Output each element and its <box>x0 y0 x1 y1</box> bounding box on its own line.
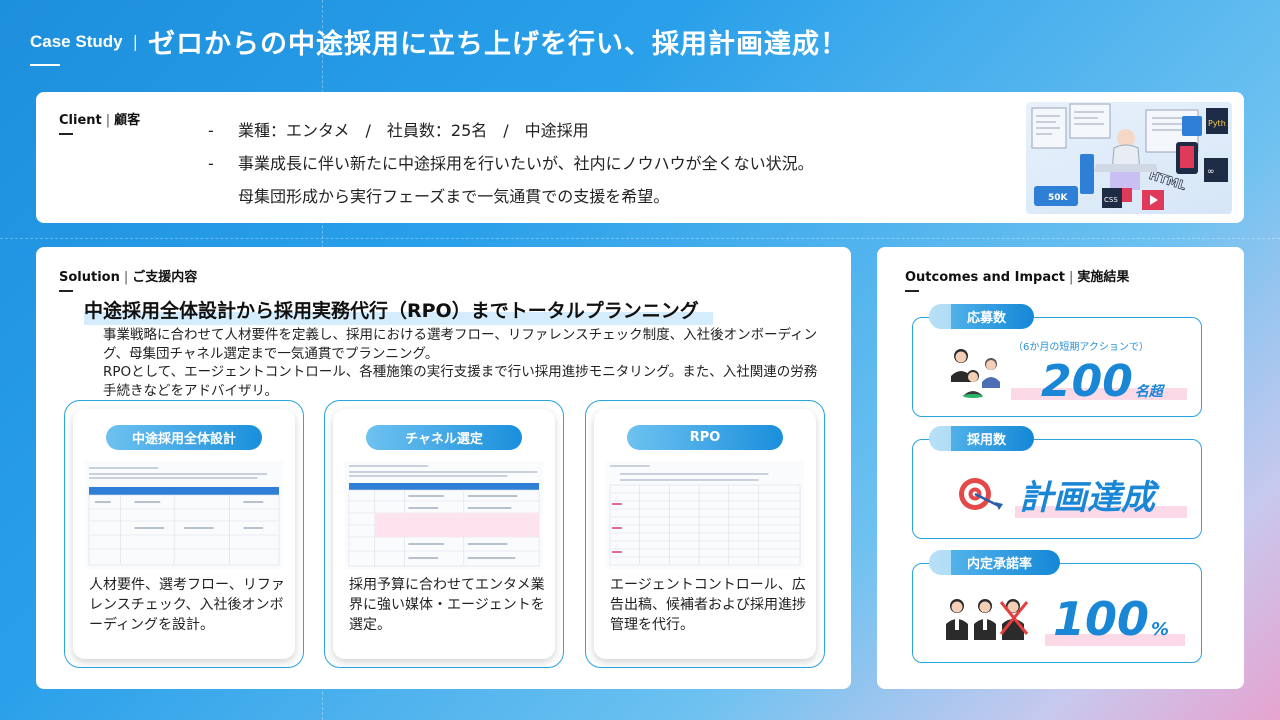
solution-heading: 中途採用全体設計から採用実務代行（RPO）までトータルプランニング <box>84 296 713 325</box>
acceptance-unit: % <box>1151 619 1170 640</box>
outcome-label: 採用数 <box>929 426 1035 451</box>
solution-section-label: Solution|ご支援内容 <box>59 266 198 292</box>
acceptance-number: 100 <box>1053 592 1150 646</box>
bullet-dash: - <box>208 154 214 173</box>
outcome-acceptance-rate: 内定承諾率 <box>912 550 1202 663</box>
bullet-dash: - <box>208 121 214 140</box>
client-challenge: 事業成長に伴い新たに中途採用を行いたいが、社内にノウハウが全くない状況。 <box>238 154 814 173</box>
client-card: Client|顧客 - 業種：エンタメ / 社員数：25名 / 中途採用 - 事業成… <box>36 92 1244 223</box>
solution-description: 事業戦略に合わせて人材要件を定義し、採用における選考フロー、リファレンスチェック… <box>103 326 823 400</box>
client-detail-row: 母集団形成から実行フェーズまで一気通貫での支援を希望。 <box>208 180 814 213</box>
likes-label: 50K <box>1048 193 1069 203</box>
applications-number: 200 <box>1041 356 1133 407</box>
solution-step-inner: チャネル選定 <box>333 409 555 659</box>
header-separator: | <box>132 32 138 51</box>
step-title: チャネル選定 <box>366 425 522 450</box>
step-title: RPO <box>627 425 783 450</box>
python-label: Pyth <box>1208 119 1226 128</box>
css-label: CSS <box>1104 196 1118 204</box>
solution-step-inner: RPO エージェントコントロール、広告出稿、候補者および採用進捗管理を代行。 <box>594 409 816 659</box>
value-highlight <box>1011 388 1187 400</box>
label-separator: | <box>123 270 129 285</box>
outcomes-label-jp: 実施結果 <box>1077 270 1130 285</box>
solution-paragraph: 事業戦略に合わせて人材要件を定義し、採用における選考フロー、リファレンスチェック… <box>103 327 818 362</box>
document-thumbnail <box>85 461 283 569</box>
outcome-label: 応募数 <box>929 304 1035 329</box>
step-description: 採用予算に合わせてエンタメ業界に強い媒体・エージェントを選定。 <box>349 577 545 633</box>
label-separator: | <box>105 113 111 128</box>
outcomes-label-en: Outcomes and Impact <box>905 270 1066 285</box>
svg-text:∞: ∞ <box>1207 167 1215 177</box>
value-highlight <box>1015 506 1187 518</box>
outcome-note: （6か月の短期アクションで） <box>1013 342 1149 353</box>
people-group-icon <box>945 342 1005 398</box>
outcome-value: 計画達成 <box>1019 478 1155 518</box>
outcome-value: 100% <box>1053 592 1169 646</box>
solution-step-card: チャネル選定 <box>324 400 564 668</box>
document-thumbnail <box>606 461 804 569</box>
document-thumbnail <box>345 461 543 569</box>
client-profile: 業種：エンタメ / 社員数：25名 / 中途採用 <box>238 121 589 140</box>
outcome-label: 内定承諾率 <box>929 550 1061 575</box>
solution-step-inner: 中途採用全体設計 <box>73 409 295 659</box>
client-label-en: Client <box>59 113 102 128</box>
solution-step-card: RPO エージェントコントロール、広告出稿、候補者および採用進捗管理を代行。 <box>585 400 825 668</box>
solution-paragraph: RPOとして、エージェントコントロール、各種施策の実行支援まで行い採用進捗モニタ… <box>103 364 818 399</box>
case-study-label: Case Study <box>30 32 123 66</box>
step-description: 人材要件、選考フロー、リファレンスチェック、入社後オンボーディングを設計。 <box>89 577 285 633</box>
client-detail-row: - 事業成長に伴い新たに中途採用を行いたいが、社内にノウハウが全くない状況。 <box>208 147 814 180</box>
target-dart-icon <box>955 470 1005 516</box>
solution-step-card: 中途採用全体設計 <box>64 400 304 668</box>
solution-card: Solution|ご支援内容 中途採用全体設計から採用実務代行（RPO）までトー… <box>36 247 851 689</box>
solution-label-en: Solution <box>59 270 120 285</box>
applications-unit: 名超 <box>1134 384 1163 400</box>
label-separator: | <box>1069 270 1074 285</box>
step-description: エージェントコントロール、広告出稿、候補者および採用進捗管理を代行。 <box>610 577 806 633</box>
client-label-jp: 顧客 <box>114 113 141 128</box>
outcomes-section-label: Outcomes and Impact|実施結果 <box>905 266 1130 292</box>
client-section-label: Client|顧客 <box>59 109 141 135</box>
people-accept-icon <box>943 594 1033 642</box>
client-details: - 業種：エンタメ / 社員数：25名 / 中途採用 - 事業成長に伴い新たに中途採… <box>208 114 814 213</box>
decorative-horizontal-line <box>0 238 1280 239</box>
client-request: 母集団形成から実行フェーズまで一気通貫での支援を希望。 <box>238 187 670 206</box>
solution-label-jp: ご支援内容 <box>132 270 198 285</box>
outcome-hires: 採用数 計画達成 <box>912 426 1202 539</box>
page-header: Case Study | ゼロからの中途採用に立ち上げを行い、採用計画達成！ <box>30 22 848 66</box>
outcomes-card: Outcomes and Impact|実施結果 応募数 （6か月の短期アクショ… <box>877 247 1244 689</box>
it-workstation-illustration: Pyth ∞ HTML CSS 50K <box>1026 102 1232 214</box>
step-title: 中途採用全体設計 <box>106 425 262 450</box>
client-detail-row: - 業種：エンタメ / 社員数：25名 / 中途採用 <box>208 114 814 147</box>
value-highlight <box>1045 634 1185 646</box>
page-title: ゼロからの中途採用に立ち上げを行い、採用計画達成！ <box>147 29 848 60</box>
